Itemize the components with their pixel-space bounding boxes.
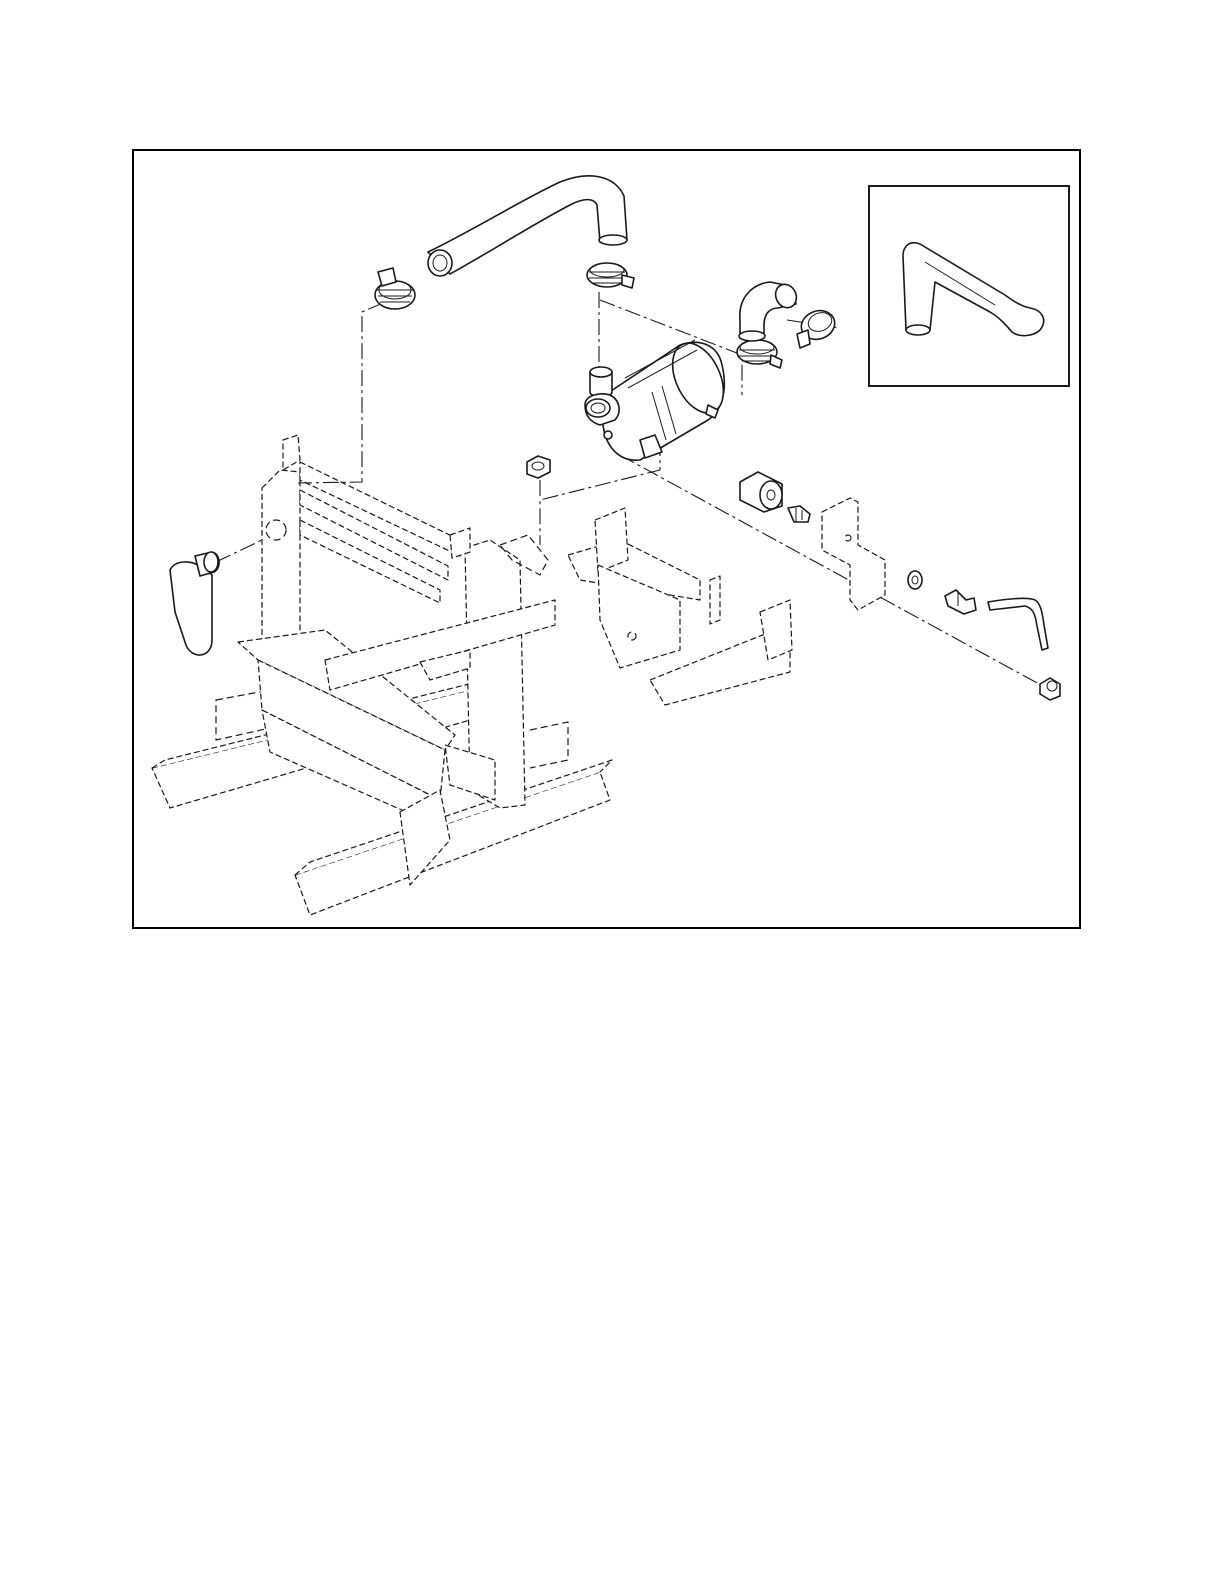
mounting-bracket: [822, 498, 885, 610]
rubber-isolator: [740, 472, 782, 512]
hose-clamp-left: [375, 268, 415, 309]
elbow-fitting: [945, 590, 976, 614]
upper-intake-hose: [428, 176, 627, 276]
precleaner-duct: [170, 552, 219, 655]
tube: [988, 598, 1048, 650]
hose-clamp-upper-center: [587, 263, 634, 288]
fitting: [788, 506, 810, 522]
hose-clamp-elbow-right: [797, 306, 839, 348]
frame-structure-reference: [152, 435, 792, 915]
adapter-fitting: [1040, 678, 1060, 700]
hose-clamp-elbow-lower: [737, 340, 782, 368]
flange-nut: [527, 456, 550, 478]
elbow-hose: [739, 281, 800, 341]
air-cleaner-assembly: [585, 335, 734, 460]
washer: [908, 571, 922, 589]
